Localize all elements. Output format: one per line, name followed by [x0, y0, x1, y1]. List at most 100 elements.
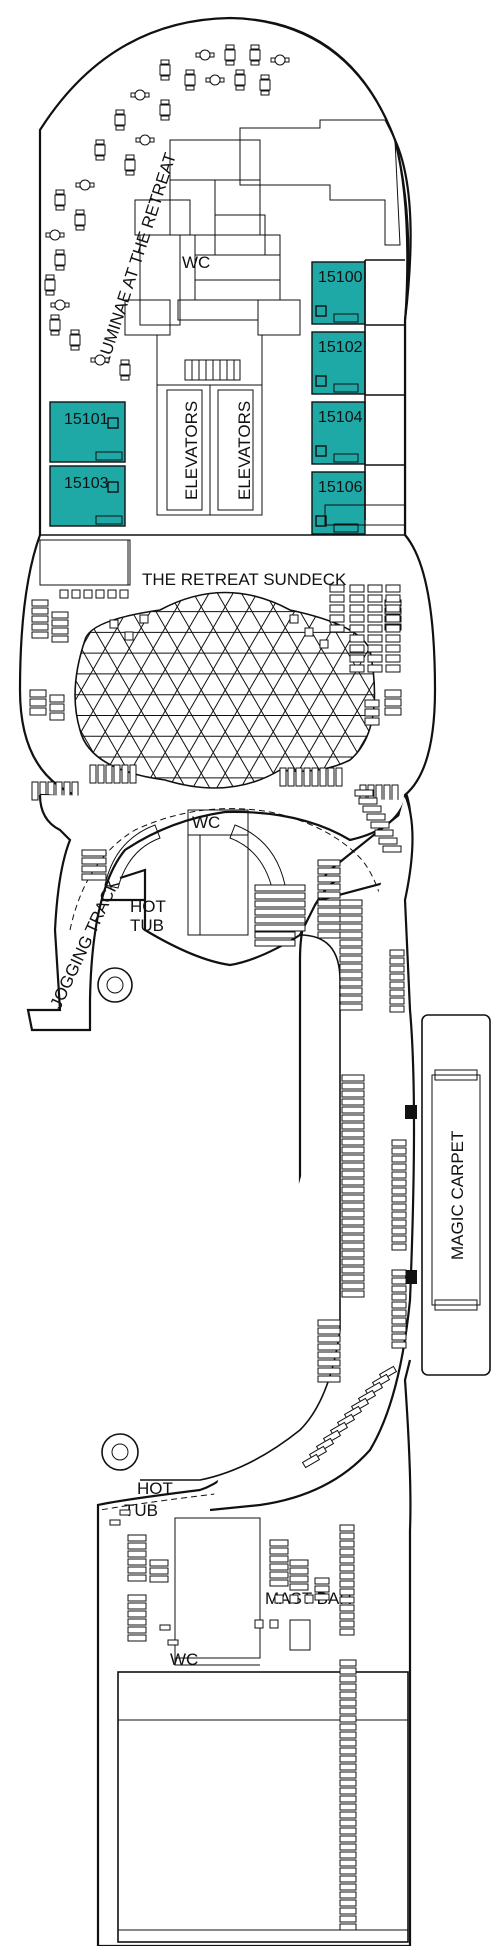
lounger — [127, 1550, 147, 1558]
cabin-15101[interactable]: 15101 — [49, 401, 126, 463]
cabin-15103[interactable]: 15103 — [49, 465, 126, 527]
lounger — [382, 845, 402, 853]
lounger — [339, 931, 363, 939]
lounger — [367, 624, 383, 633]
wc-middle-block — [187, 809, 249, 936]
lounger — [349, 594, 365, 603]
hot-tub-aft-line1: HOT — [137, 1479, 173, 1498]
retreat-sundeck-label: THE RETREAT SUNDECK — [142, 570, 347, 589]
lounger — [269, 1579, 289, 1587]
lounger — [364, 717, 380, 726]
lounger — [289, 1583, 309, 1591]
lounger — [254, 892, 306, 900]
lounger — [391, 1179, 407, 1187]
lounger — [384, 707, 402, 716]
lounger — [254, 939, 296, 947]
hot-tub-aft-inner — [111, 1443, 129, 1461]
lounger — [391, 1155, 407, 1163]
lounger — [339, 1883, 357, 1891]
lounger — [329, 594, 345, 603]
lounger — [341, 1106, 365, 1114]
lounger — [109, 1519, 121, 1526]
table — [159, 99, 171, 121]
stairs-forward — [184, 359, 241, 381]
lounger — [339, 1819, 357, 1827]
lounger — [391, 1325, 407, 1333]
lounger — [81, 873, 107, 881]
sundeck-right-loungers — [329, 584, 401, 673]
table — [224, 44, 236, 66]
lounger — [339, 1891, 357, 1899]
lounger — [339, 963, 363, 971]
lounger — [339, 1875, 357, 1883]
lounger — [317, 1375, 341, 1383]
lounger — [341, 1194, 365, 1202]
lounger — [127, 1542, 147, 1550]
lounger — [31, 781, 39, 801]
table — [54, 249, 66, 271]
lounger — [254, 900, 306, 908]
lounger — [339, 1532, 355, 1540]
lounger — [329, 604, 345, 613]
cabin-15100[interactable]: 15100 — [311, 261, 366, 325]
lounger — [339, 1683, 357, 1691]
lounger — [339, 1827, 357, 1835]
cabin-15104[interactable]: 15104 — [311, 401, 366, 465]
lounger — [391, 1147, 407, 1155]
lounger — [329, 624, 345, 633]
lounger — [367, 654, 383, 663]
lounger — [384, 698, 402, 707]
lounger — [29, 698, 47, 707]
right-balconies — [364, 259, 405, 520]
table — [195, 49, 215, 61]
lounger — [59, 589, 69, 599]
lounger — [391, 1227, 407, 1235]
top-section-wall — [39, 17, 408, 321]
cabin-15102[interactable]: 15102 — [311, 331, 366, 395]
lounger — [49, 694, 65, 703]
lounger — [31, 615, 49, 623]
lounger — [319, 767, 327, 787]
lounger — [339, 907, 363, 915]
lounger — [385, 624, 401, 633]
lounger — [31, 599, 49, 607]
lounger — [51, 611, 69, 619]
lounger — [335, 767, 343, 787]
lounger — [339, 1675, 357, 1683]
lounger — [341, 1074, 365, 1082]
lounger — [159, 1624, 171, 1631]
lounger — [129, 764, 137, 784]
lounger — [51, 627, 69, 635]
lounger — [127, 1594, 147, 1602]
table — [114, 109, 126, 131]
lounger — [385, 634, 401, 643]
lounger — [341, 1202, 365, 1210]
lounger — [389, 949, 405, 957]
lounger — [317, 859, 341, 867]
lounger — [391, 1195, 407, 1203]
lounger — [391, 1293, 407, 1301]
lounger — [269, 1555, 289, 1563]
lounger — [391, 1187, 407, 1195]
lounger — [349, 604, 365, 613]
lounger — [254, 916, 306, 924]
table — [259, 74, 271, 96]
lounger — [391, 1341, 407, 1349]
lounger — [317, 931, 341, 939]
lounger — [339, 1612, 355, 1620]
table — [94, 139, 106, 161]
lounger — [389, 981, 405, 989]
lounger — [109, 619, 119, 629]
lounger — [349, 654, 365, 663]
lounger — [391, 1285, 407, 1293]
lounger — [362, 805, 382, 813]
lounger — [317, 1343, 341, 1351]
cabin-number: 15101 — [64, 411, 109, 428]
lounger — [303, 767, 311, 787]
table — [249, 44, 261, 66]
lounger — [339, 1755, 357, 1763]
lounger — [339, 1540, 355, 1548]
lounger — [339, 979, 363, 987]
lounger — [391, 1301, 407, 1309]
